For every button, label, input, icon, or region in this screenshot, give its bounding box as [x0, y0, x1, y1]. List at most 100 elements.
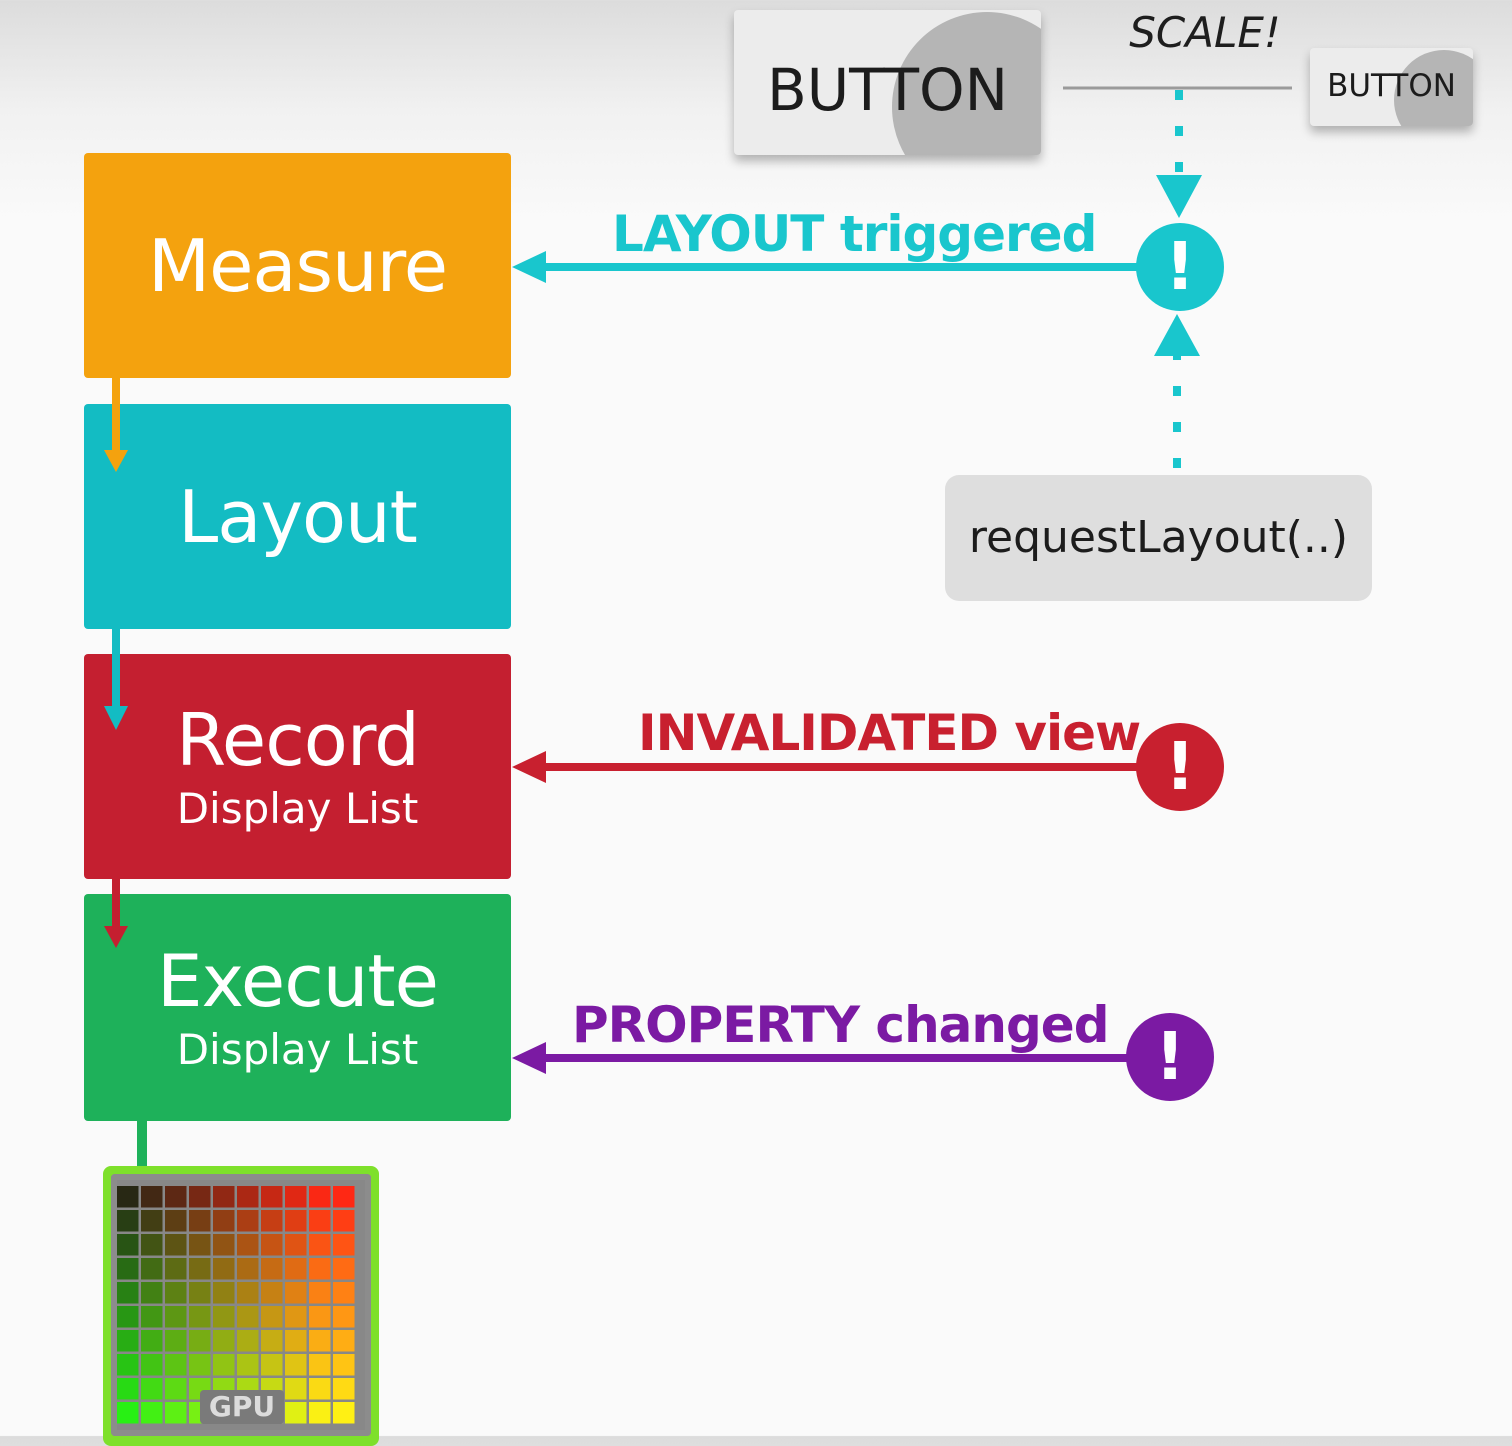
gpu-cell [261, 1282, 283, 1304]
gpu-cell [237, 1210, 259, 1232]
gpu-cell [309, 1354, 331, 1376]
gpu-cell [165, 1306, 187, 1328]
gpu-cell [285, 1378, 307, 1400]
gpu-cell [309, 1378, 331, 1400]
gpu-cell [165, 1234, 187, 1256]
scale-label: SCALE! [1129, 8, 1281, 57]
gpu-cell [165, 1402, 187, 1424]
gpu-cell [261, 1258, 283, 1280]
gpu-cell [141, 1330, 163, 1352]
gpu-cell [237, 1354, 259, 1376]
gpu-cell [189, 1234, 211, 1256]
gpu-cell [285, 1306, 307, 1328]
layout-stage: Layout [84, 404, 511, 629]
gpu-cell [261, 1330, 283, 1352]
layout-alert-icon: ! [1136, 223, 1224, 311]
gpu-cell [333, 1378, 355, 1400]
gpu-cell [333, 1258, 355, 1280]
property-alert-icon: ! [1126, 1013, 1214, 1101]
gpu-cell [285, 1258, 307, 1280]
large-button-label: BUTTON [766, 56, 1009, 124]
gpu-cell [309, 1210, 331, 1232]
gpu-cell [117, 1330, 139, 1352]
layout-title: Layout [178, 474, 418, 559]
gpu-cell [261, 1354, 283, 1376]
measure-to-layout-arrow [104, 378, 128, 472]
small-button[interactable]: BUTTON [1310, 48, 1473, 126]
gpu-label: GPU [200, 1390, 284, 1424]
request-layout-box: requestLayout(..) [945, 475, 1372, 601]
gpu-cell [333, 1354, 355, 1376]
gpu-cell [285, 1354, 307, 1376]
gpu-cell [261, 1210, 283, 1232]
record-subtitle: Display List [176, 783, 419, 833]
property-changed-label: PROPERTY changed [572, 996, 1109, 1054]
gpu-cell [333, 1402, 355, 1424]
gpu-cell [141, 1402, 163, 1424]
gpu-cell [165, 1282, 187, 1304]
gpu-cell [333, 1210, 355, 1232]
gpu-cell [261, 1306, 283, 1328]
gpu-cell [189, 1186, 211, 1208]
gpu-cell [309, 1306, 331, 1328]
gpu-cell [189, 1354, 211, 1376]
gpu-cell [189, 1330, 211, 1352]
gpu-cell [309, 1330, 331, 1352]
record-stage: Record Display List [84, 654, 511, 879]
gpu-cell [261, 1186, 283, 1208]
gpu-cell [213, 1234, 235, 1256]
gpu-cell [141, 1354, 163, 1376]
gpu-cell [141, 1186, 163, 1208]
gpu-cell [285, 1186, 307, 1208]
gpu-cell [213, 1306, 235, 1328]
gpu-cell [237, 1282, 259, 1304]
dotted-up-arrow [1154, 314, 1200, 478]
invalidated-alert-icon: ! [1136, 723, 1224, 811]
gpu-cell [141, 1210, 163, 1232]
invalidated-view-label: INVALIDATED view [638, 704, 1141, 762]
gpu-cell [117, 1378, 139, 1400]
gpu-cell [117, 1282, 139, 1304]
gpu-cell [141, 1258, 163, 1280]
gpu-cell [213, 1258, 235, 1280]
dotted-down-arrow [1156, 90, 1202, 218]
gpu-cell [309, 1234, 331, 1256]
small-button-label: BUTTON [1327, 68, 1456, 104]
gpu-cell [309, 1258, 331, 1280]
gpu-cell [309, 1282, 331, 1304]
gpu-cell [165, 1354, 187, 1376]
gpu-cell [237, 1186, 259, 1208]
gpu-cell [285, 1210, 307, 1232]
execute-subtitle: Display List [176, 1024, 419, 1074]
gpu-cell [141, 1234, 163, 1256]
record-title: Record [176, 697, 420, 782]
gpu-cell [285, 1330, 307, 1352]
gpu-cell [189, 1210, 211, 1232]
execute-title: Execute [157, 938, 439, 1023]
gpu-cell [117, 1186, 139, 1208]
layout-triggered-label: LAYOUT triggered [612, 205, 1097, 263]
invalidated-trigger-arrow [512, 751, 1140, 783]
gpu-cell [213, 1354, 235, 1376]
gpu-cell [117, 1258, 139, 1280]
gpu-cell [333, 1330, 355, 1352]
record-to-execute-arrow [104, 878, 128, 948]
gpu-cell [309, 1186, 331, 1208]
gpu-cell [117, 1234, 139, 1256]
gpu-cell [237, 1234, 259, 1256]
gpu-cell [213, 1186, 235, 1208]
gpu-cell [237, 1306, 259, 1328]
gpu-cell [141, 1378, 163, 1400]
gpu-cell [261, 1234, 283, 1256]
gpu-cell [165, 1258, 187, 1280]
gpu-cell [189, 1306, 211, 1328]
gpu-cell [285, 1282, 307, 1304]
gpu-cell [165, 1330, 187, 1352]
large-button[interactable]: BUTTON [734, 10, 1041, 155]
measure-stage: Measure [84, 153, 511, 378]
gpu-cell [189, 1282, 211, 1304]
gpu-cell [117, 1210, 139, 1232]
gpu-cell [117, 1306, 139, 1328]
gpu-cell [117, 1402, 139, 1424]
gpu-cell [165, 1186, 187, 1208]
